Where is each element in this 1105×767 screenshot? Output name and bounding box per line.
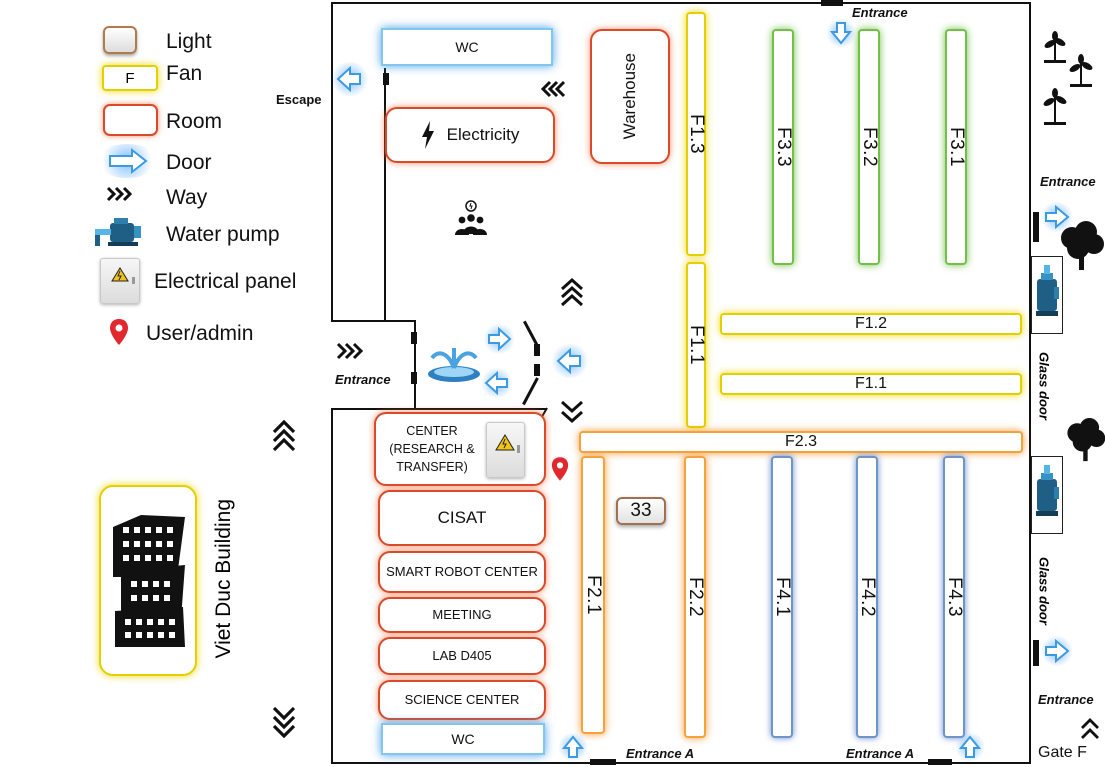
meeting-room[interactable]: MEETING (378, 597, 546, 633)
fan-icon: F (102, 65, 158, 91)
door-arrow-icon (96, 144, 158, 178)
science-center-room[interactable]: SCIENCE CENTER (378, 680, 546, 720)
fan-f2-2[interactable]: F2.2 (684, 456, 706, 738)
fan-f4-3[interactable]: F4.3 (943, 456, 965, 738)
inner-entrance-door[interactable] (550, 344, 590, 378)
entrance-top-door[interactable] (826, 18, 856, 48)
building-label: Viet Duc Building (212, 499, 235, 659)
entrance-a-right-label: Entrance A (846, 746, 915, 761)
entrance-a-left-label: Entrance A (626, 746, 695, 761)
fan-f3-1[interactable]: F3.1 (945, 29, 967, 265)
legend-door-label: Door (166, 151, 212, 174)
fan-f1-3[interactable]: F1.3 (686, 12, 707, 256)
lab-d405-room[interactable]: LAB D405 (378, 637, 546, 675)
light-icon (103, 26, 137, 54)
fan-f1-1-vertical[interactable]: F1.1 (686, 262, 707, 428)
legend-electrical-panel-label: Electrical panel (154, 270, 297, 293)
fan-f4-2[interactable]: F4.2 (856, 456, 878, 738)
fan-f3-2[interactable]: F3.2 (858, 29, 880, 265)
way-up-chevron-left (272, 419, 296, 457)
entrance-right-top-label: Entrance (1040, 174, 1096, 189)
wc-bottom[interactable]: WC (381, 723, 545, 755)
electrical-panel-icon (100, 258, 140, 304)
location-pin-icon (109, 318, 129, 351)
wc-top[interactable]: WC (381, 28, 553, 66)
way-up-chevron-gate (1080, 718, 1100, 747)
fan-f1-1[interactable]: F1.1 (720, 373, 1022, 395)
fountain-door-upper[interactable] (482, 324, 516, 354)
entrance-right-top-door[interactable] (1040, 202, 1074, 232)
water-pump-icon-2 (1031, 456, 1063, 534)
warehouse-label: Warehouse (619, 53, 639, 140)
room-icon (103, 104, 158, 136)
electrical-panel-icon (486, 422, 525, 478)
legend-room-label: Room (166, 110, 223, 133)
warehouse-room[interactable]: Warehouse (590, 29, 670, 164)
glass-door-label-2: Glass door (1036, 557, 1052, 625)
legend-fan-label: Fan (166, 62, 203, 85)
tree-icon (1056, 220, 1105, 277)
gate-f-label: Gate F (1038, 744, 1087, 761)
entrance-right-bottom-door[interactable] (1040, 636, 1074, 666)
legend-user-admin-label: User/admin (146, 322, 254, 345)
electricity-label: Electricity (446, 124, 520, 144)
glass-door-label-1: Glass door (1036, 352, 1052, 420)
way-right-chevron-entrance (336, 342, 364, 365)
cisat-room[interactable]: CISAT (378, 490, 546, 546)
fan-f2-3[interactable]: F2.3 (579, 431, 1023, 453)
fan-glyph: F (125, 69, 135, 87)
entrance-a-right-door[interactable] (955, 732, 985, 762)
way-down-chevron-left (272, 706, 296, 743)
fountain-icon (426, 338, 482, 389)
plant-icon (1040, 30, 1098, 131)
fan-f4-1[interactable]: F4.1 (771, 456, 793, 738)
legend-light-label: Light (166, 30, 212, 53)
chevron-way-icon (106, 186, 133, 207)
light-33[interactable]: 33 (616, 497, 666, 525)
location-pin-icon (551, 456, 569, 487)
water-pump-icon-1 (1031, 256, 1063, 334)
electricity-room[interactable]: Electricity (385, 107, 555, 163)
way-left-chevron-top (540, 80, 566, 103)
people-group-icon (452, 198, 490, 243)
legend-water-pump-label: Water pump (166, 223, 280, 246)
fountain-door-lower[interactable] (480, 368, 514, 398)
fan-f1-2[interactable]: F1.2 (720, 313, 1022, 335)
escape-door[interactable] (330, 62, 370, 96)
lightning-icon (421, 121, 434, 149)
escape-label: Escape (276, 92, 322, 107)
entrance-a-left-door[interactable] (558, 732, 588, 762)
entrance-left-label: Entrance (335, 372, 391, 387)
smart-robot-center-room[interactable]: SMART ROBOT CENTER (378, 551, 546, 593)
tree-icon-2 (1063, 417, 1105, 468)
center-label: CENTER (RESEARCH & TRANSFER) (389, 423, 475, 475)
legend-way-label: Way (166, 186, 208, 209)
fan-f2-1[interactable]: F2.1 (581, 456, 605, 734)
viet-duc-building (99, 485, 197, 676)
building-icon (113, 515, 185, 647)
entrance-top-label: Entrance (852, 5, 908, 20)
way-down-chevron-center (560, 400, 584, 431)
entrance-right-bottom-label: Entrance (1038, 692, 1094, 707)
way-up-chevron-center (560, 277, 584, 313)
fan-f3-3[interactable]: F3.3 (772, 29, 794, 265)
water-pump-icon (92, 214, 144, 253)
